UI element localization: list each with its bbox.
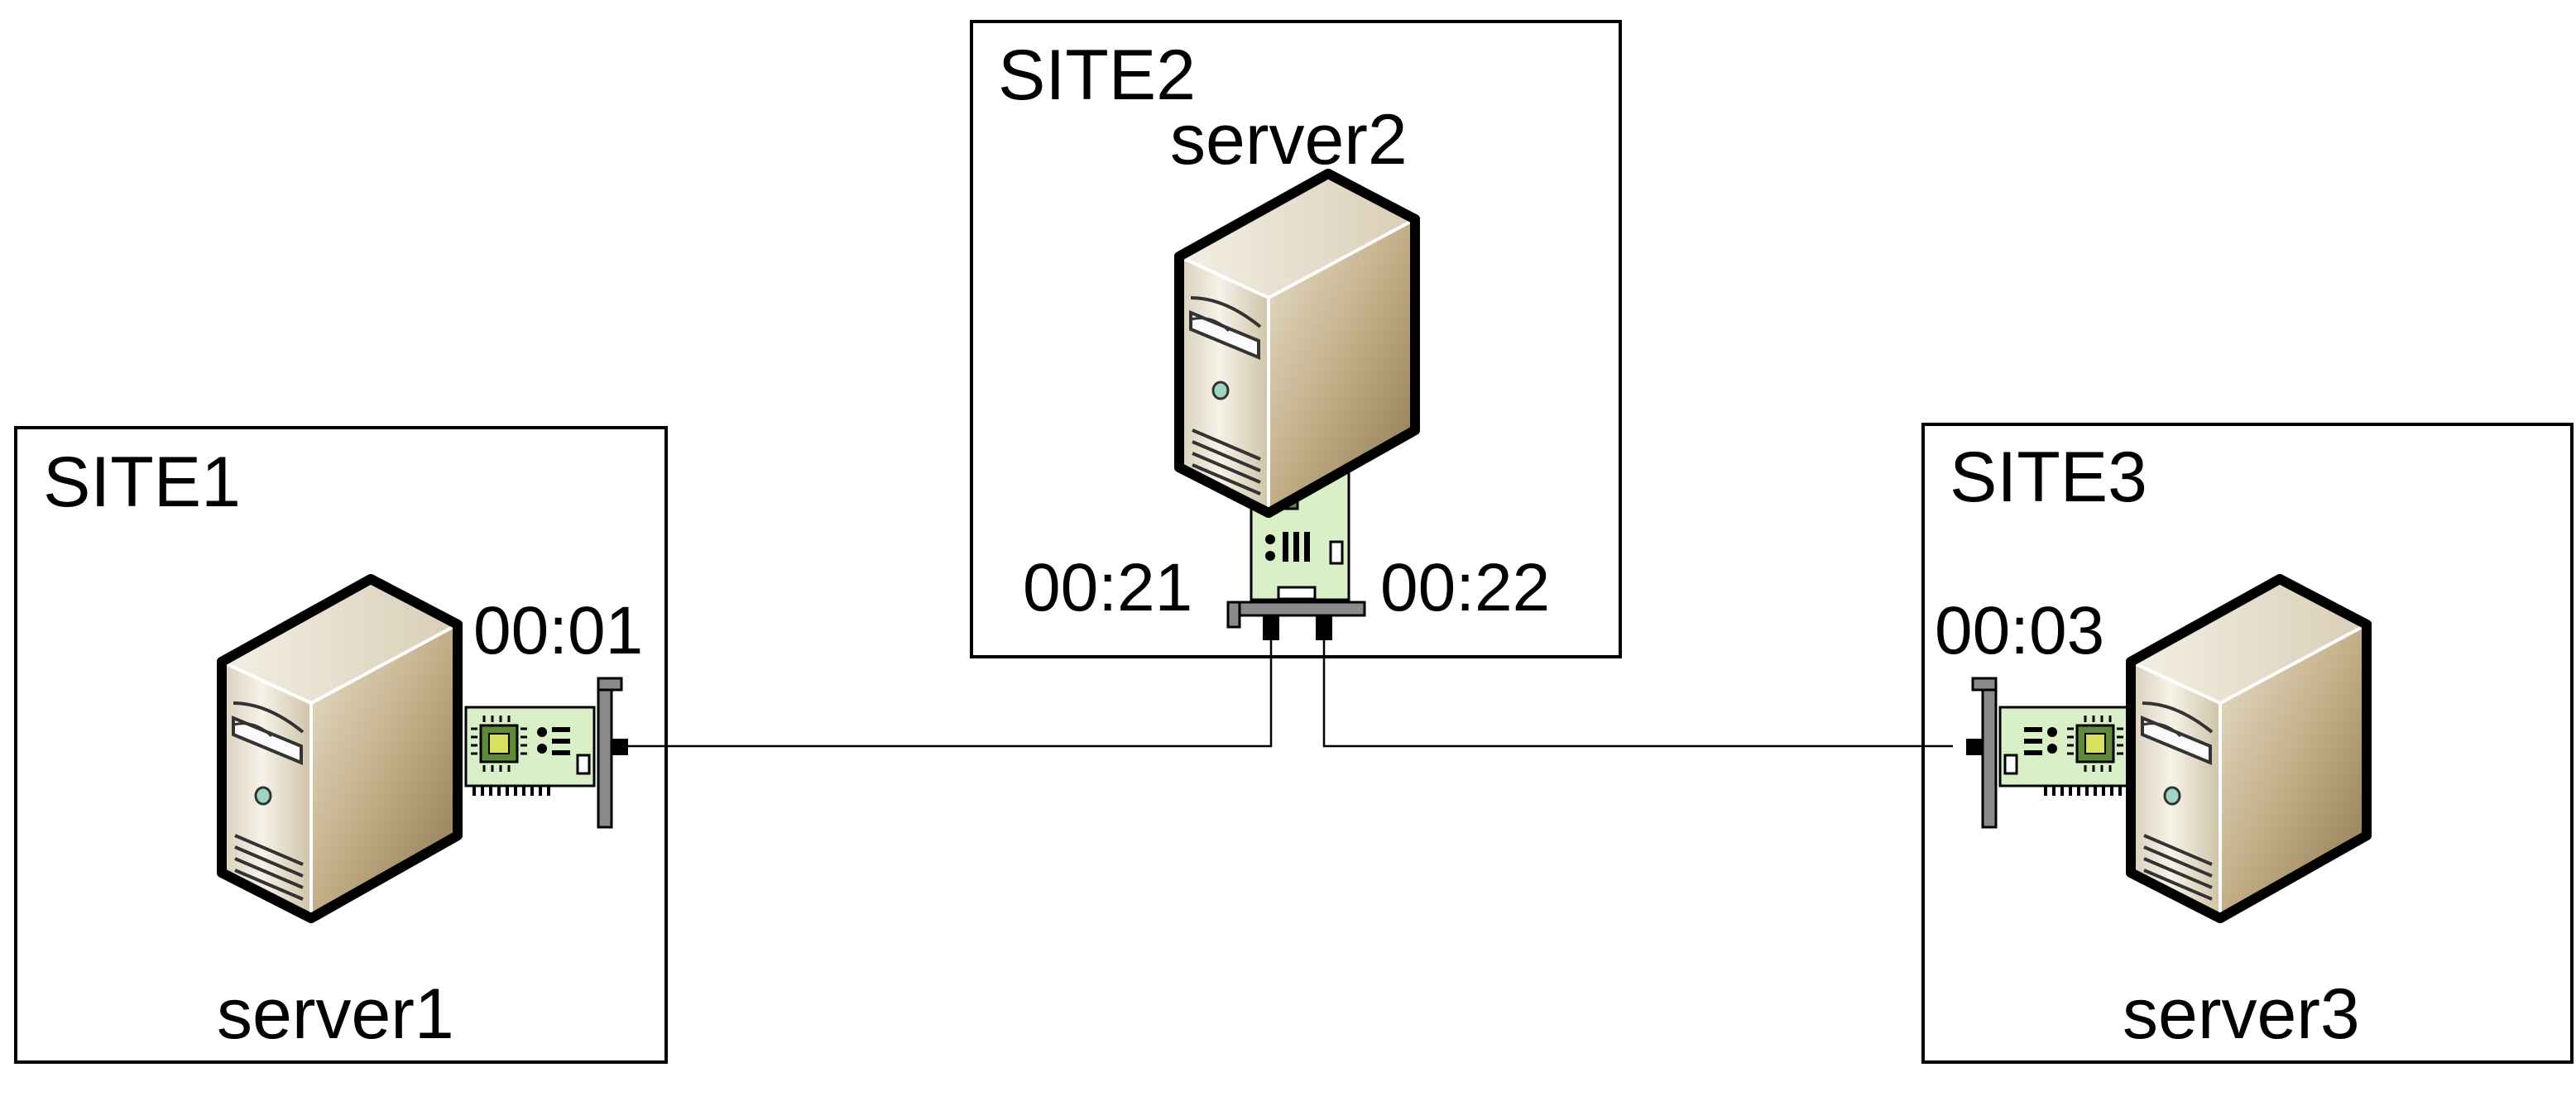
link-site1-site2 (626, 635, 1273, 748)
site1-box: SITE1 (14, 426, 668, 1064)
server1-label: server1 (217, 974, 454, 1054)
nic-label-00-21: 00:21 (1023, 550, 1192, 625)
site1-label: SITE1 (43, 443, 241, 522)
site3-box: SITE3 (1921, 423, 2574, 1064)
site2-label: SITE2 (998, 36, 1196, 115)
site3-label: SITE3 (1950, 438, 2147, 517)
server1-icon[interactable] (222, 579, 458, 918)
nic-00-03-icon[interactable] (1964, 677, 2130, 829)
server2-icon[interactable] (1179, 174, 1415, 513)
link-site2-site3 (1322, 635, 1953, 748)
nic-label-00-03: 00:03 (1935, 593, 2104, 668)
site2-box: SITE2 (970, 20, 1622, 658)
nic-label-00-22: 00:22 (1380, 550, 1550, 625)
nic-00-01-icon[interactable] (464, 677, 630, 829)
nic-label-00-01: 00:01 (473, 593, 643, 668)
server3-label: server3 (2123, 974, 2360, 1054)
server2-label: server2 (1170, 100, 1408, 180)
server3-icon[interactable] (2131, 579, 2367, 918)
